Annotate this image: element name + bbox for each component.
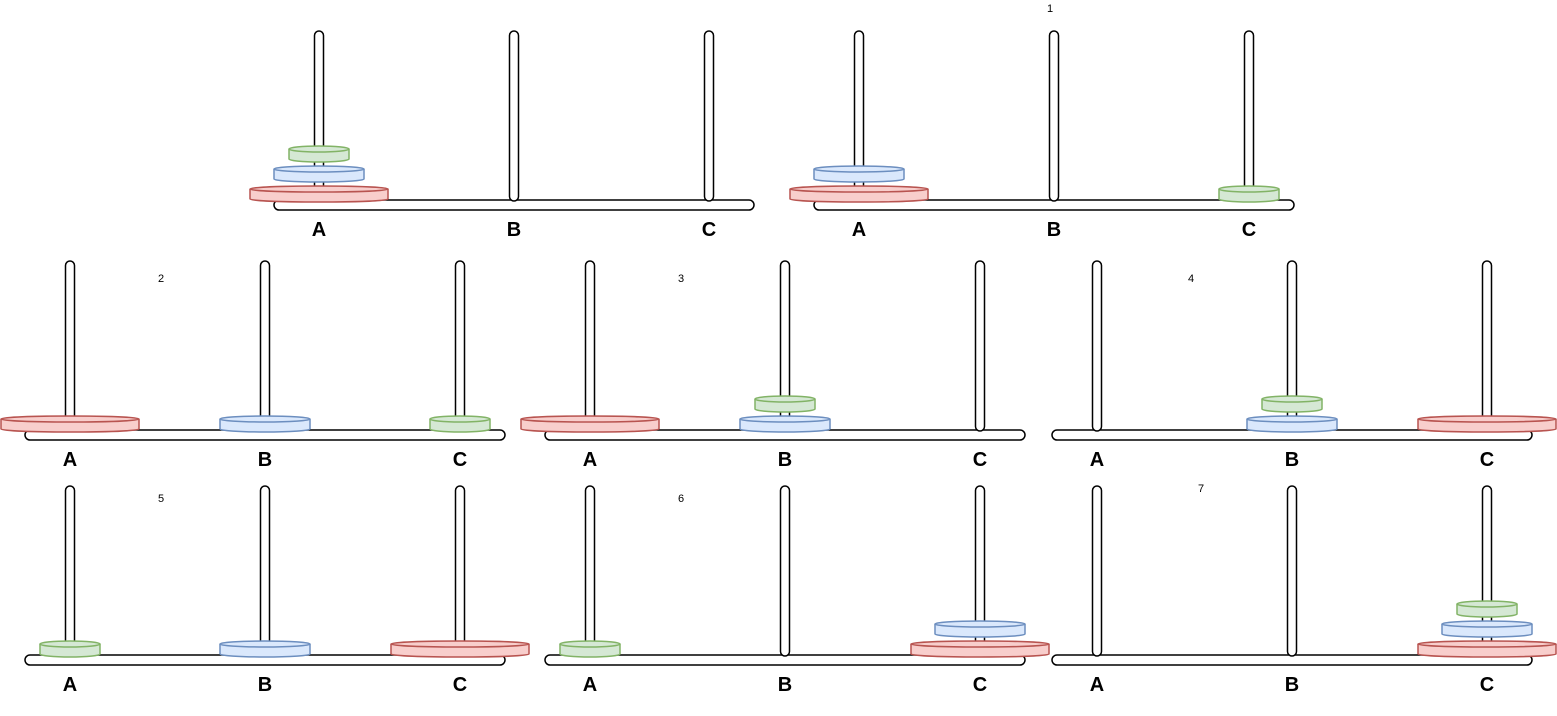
peg-label-a: A [312, 219, 326, 241]
step-number: 5 [158, 493, 164, 505]
rod-a [1091, 485, 1103, 657]
rod-b [1048, 30, 1060, 202]
disk-medium [273, 165, 365, 183]
peg-label-a: A [1090, 674, 1104, 696]
rod-c [454, 485, 466, 657]
peg-label-b: B [507, 219, 521, 241]
disk-small [1261, 395, 1323, 413]
disk-large [520, 415, 660, 433]
step-number: 2 [158, 273, 164, 285]
peg-label-a: A [852, 219, 866, 241]
disk-large [1417, 415, 1557, 433]
rod-a [584, 260, 596, 432]
disk-medium [219, 415, 311, 433]
state-panel-7: A B C 7 [1051, 483, 1557, 696]
disk-small [1456, 600, 1518, 618]
peg-label-c: C [973, 449, 987, 471]
peg-label-b: B [258, 674, 272, 696]
disk-medium [813, 165, 905, 183]
step-number: 6 [678, 493, 684, 505]
peg-label-c: C [1242, 219, 1256, 241]
rod-c [974, 260, 986, 432]
rod-b [259, 485, 271, 657]
rod-a [64, 260, 76, 432]
step-number: 7 [1198, 483, 1204, 495]
peg-label-c: C [1480, 449, 1494, 471]
peg-label-b: B [1285, 449, 1299, 471]
rod-b [1286, 485, 1298, 657]
peg-label-a: A [1090, 449, 1104, 471]
peg-label-b: B [258, 449, 272, 471]
peg-label-a: A [63, 674, 77, 696]
state-panel-1: A B C 1 [789, 3, 1295, 241]
disk-large [789, 185, 929, 203]
state-panel-3: A B C 3 [520, 260, 1026, 471]
peg-label-c: C [973, 674, 987, 696]
rod-b [259, 260, 271, 432]
disk-medium [739, 415, 831, 433]
disk-large [249, 185, 389, 203]
state-panel-6: A B C 6 [544, 485, 1050, 696]
rod-a [584, 485, 596, 657]
rod-c [1243, 30, 1255, 202]
disk-large [0, 415, 140, 433]
rod-c [1481, 260, 1493, 432]
peg-label-a: A [583, 449, 597, 471]
disk-large [390, 640, 530, 658]
peg-label-b: B [1047, 219, 1061, 241]
peg-label-b: B [778, 674, 792, 696]
step-number: 3 [678, 273, 684, 285]
peg-label-a: A [63, 449, 77, 471]
disk-medium [1441, 620, 1533, 638]
disk-small [559, 640, 621, 658]
peg-label-b: B [778, 449, 792, 471]
disk-large [910, 640, 1050, 658]
peg-label-a: A [583, 674, 597, 696]
rod-c [703, 30, 715, 202]
state-panel-4: A B C 4 [1051, 260, 1557, 471]
disk-medium [219, 640, 311, 658]
rod-a [1091, 260, 1103, 432]
step-number: 4 [1188, 273, 1194, 285]
peg-label-c: C [453, 449, 467, 471]
step-number: 1 [1047, 3, 1053, 15]
peg-label-c: C [1480, 674, 1494, 696]
disk-small [288, 145, 350, 163]
state-panel-5: A B C 5 [24, 485, 530, 696]
disk-small [39, 640, 101, 658]
peg-label-c: C [702, 219, 716, 241]
rod-c [454, 260, 466, 432]
rod-a [64, 485, 76, 657]
rod-b [508, 30, 520, 202]
disk-medium [934, 620, 1026, 638]
disk-medium [1246, 415, 1338, 433]
state-panel-2: A B C 2 [0, 260, 506, 471]
peg-label-c: C [453, 674, 467, 696]
disk-small [429, 415, 491, 433]
disk-small [754, 395, 816, 413]
disk-small [1218, 185, 1280, 203]
peg-label-b: B [1285, 674, 1299, 696]
disk-large [1417, 640, 1557, 658]
rod-b [779, 485, 791, 657]
state-panel-0: A B C [249, 30, 755, 241]
